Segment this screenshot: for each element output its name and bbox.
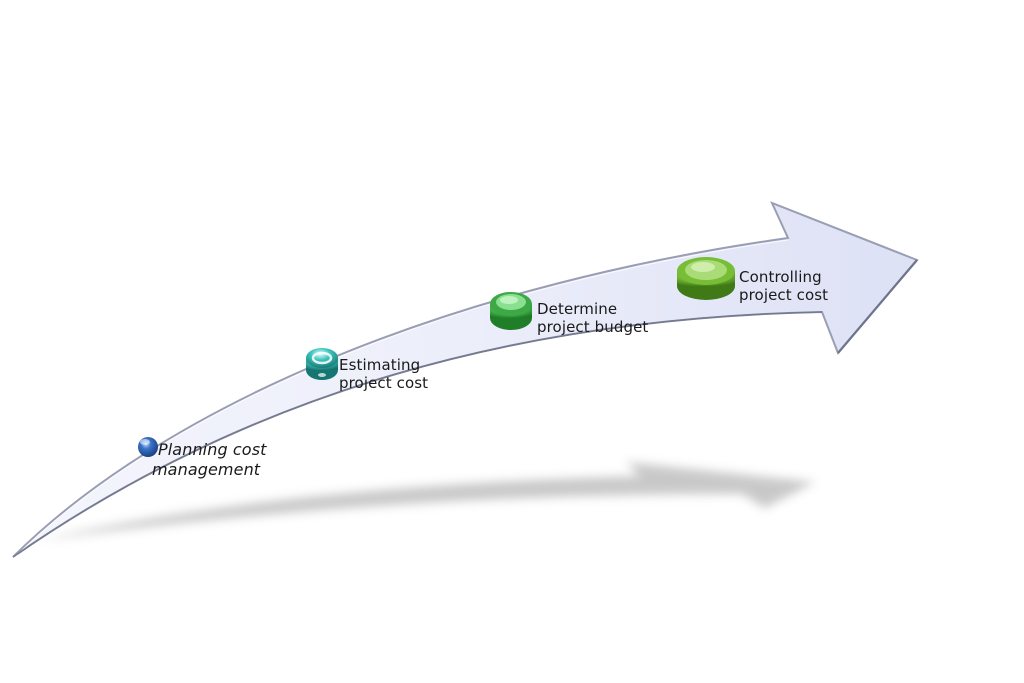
step-1-line1: Planning cost <box>158 440 267 459</box>
step-2-marker-icon <box>306 348 338 380</box>
step-3-label: Determine project budget <box>537 300 648 336</box>
step-1-marker-icon <box>138 437 158 457</box>
step-4-marker-icon <box>677 257 735 300</box>
step-4-line1: Controlling <box>739 268 822 286</box>
step-3-marker-icon <box>490 292 532 330</box>
step-3-line2: project budget <box>537 318 649 336</box>
step-1-label: Planning cost management <box>152 440 267 480</box>
step-4-line2: project cost <box>739 286 829 304</box>
step-1-line2: management <box>152 460 261 479</box>
step-4-label: Controlling project cost <box>739 268 828 304</box>
step-3-line1: Determine <box>537 300 618 318</box>
step-2-line1: Estimating <box>339 356 421 374</box>
step-2-line2: project cost <box>339 374 429 392</box>
step-2-label: Estimating project cost <box>339 356 428 392</box>
